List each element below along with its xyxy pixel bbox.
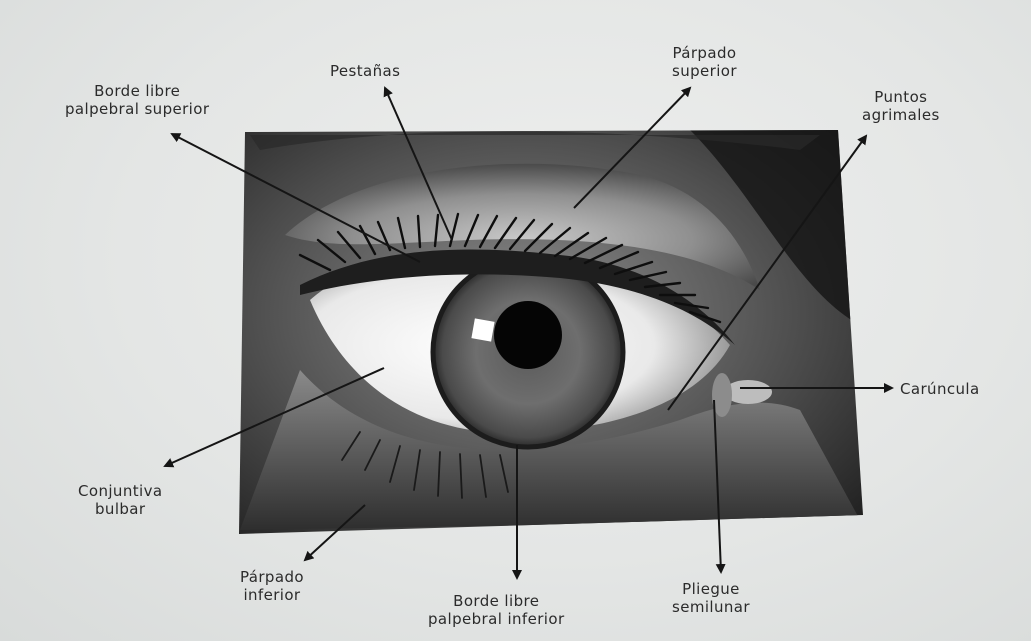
- label-borde-libre-inferior: Borde libre palpebral inferior: [428, 592, 565, 628]
- label-pliegue-semilunar: Pliegue semilunar: [672, 580, 750, 616]
- label-pestanas: Pestañas: [330, 62, 400, 80]
- arrow-parpado-superior: [574, 88, 690, 208]
- arrow-pliegue-semilunar: [714, 400, 721, 572]
- label-borde-libre-superior: Borde libre palpebral superior: [65, 82, 209, 118]
- label-conjuntiva-bulbar: Conjuntiva bulbar: [78, 482, 162, 518]
- arrow-conjuntiva-bulbar: [165, 368, 384, 466]
- label-puntos-lagrimales: Puntos agrimales: [862, 88, 940, 124]
- arrow-pestanas: [385, 88, 452, 240]
- label-parpado-superior: Párpado superior: [672, 44, 737, 80]
- arrow-borde-libre-superior: [172, 134, 420, 262]
- label-caruncula: Carúncula: [900, 380, 980, 398]
- arrow-puntos-lagrimales: [668, 136, 866, 410]
- label-parpado-inferior: Párpado inferior: [240, 568, 304, 604]
- arrow-parpado-inferior: [305, 505, 365, 560]
